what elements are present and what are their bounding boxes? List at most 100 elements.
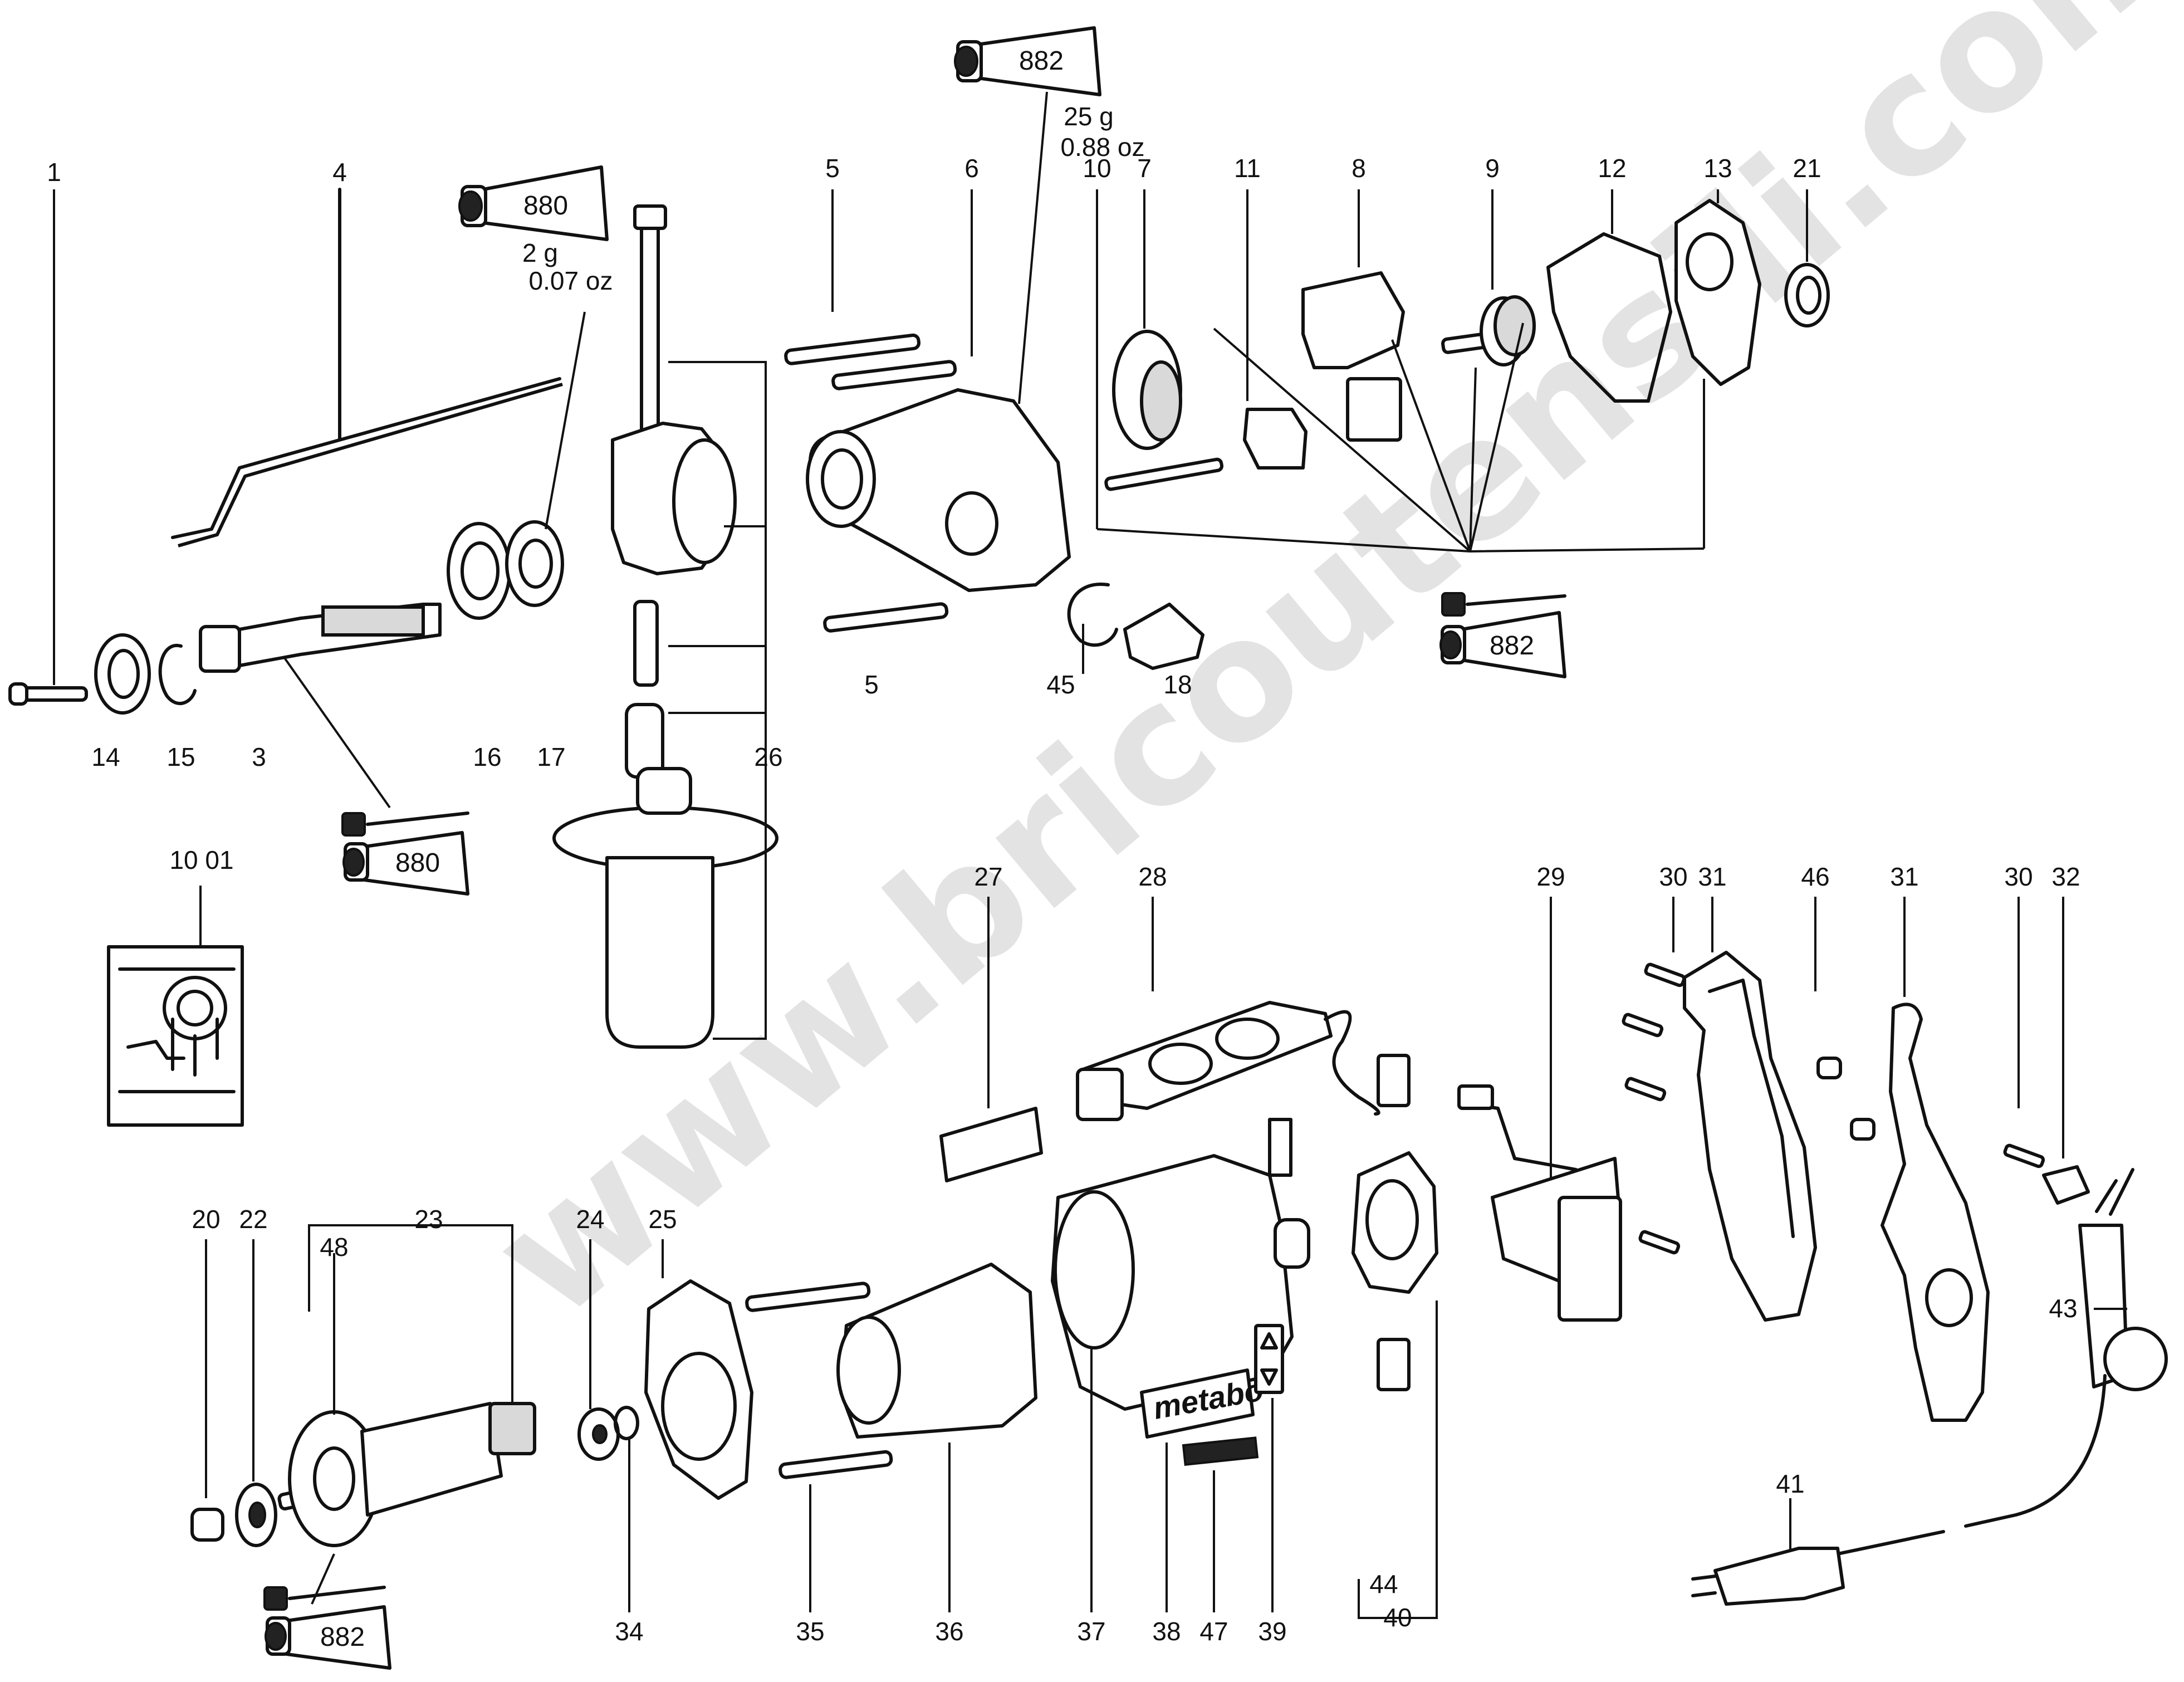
part-30-screw-right [2003, 897, 2045, 1168]
part-38-brand-plate: metabo [1140, 1368, 1266, 1612]
label-part-9: 9 [1485, 154, 1500, 183]
part-28-top-cover [1076, 897, 1380, 1121]
label-part-46: 46 [1801, 862, 1829, 891]
label-part-48: 48 [320, 1233, 348, 1262]
label-part-32: 32 [2051, 862, 2080, 891]
part-13-bearing-plate [1674, 189, 1761, 549]
label-part-23: 23 [414, 1205, 443, 1234]
label-part-40: 40 [1383, 1603, 1412, 1632]
part-14-seal [94, 633, 151, 715]
label-part-4: 4 [332, 158, 347, 187]
label-part-11: 11 [1234, 154, 1261, 183]
part-3-spindle [199, 603, 442, 809]
label-part-14: 14 [91, 742, 120, 771]
label-part-35: 35 [796, 1617, 824, 1646]
part-20-sleeve [190, 1239, 224, 1542]
part-22-bearing [235, 1239, 277, 1547]
part-41-plug [1691, 1498, 1845, 1606]
part-17-bearing [505, 311, 586, 607]
grease-tube-882-bottom: 882 [263, 1586, 391, 1670]
part-35-screws [745, 1282, 893, 1612]
part-12-gasket [1546, 189, 1672, 403]
label-part-26: 26 [754, 742, 782, 771]
part-23-armature [277, 1224, 536, 1547]
label-part-1001: 10 01 [169, 845, 233, 874]
part-18-knob [1123, 603, 1204, 670]
tube-880-top-code: 880 [523, 191, 568, 221]
grease-tube-880-top: 880 2 g 0.07 oz [458, 165, 613, 295]
label-part-13: 13 [1703, 154, 1732, 183]
label-part-1: 1 [47, 158, 61, 187]
tube-880-amount-oz: 0.07 oz [529, 266, 613, 295]
part-15-circlip [158, 643, 197, 706]
part-4-rod [171, 188, 563, 547]
label-part-36: 36 [935, 1617, 963, 1646]
part-6-gear-housing [806, 91, 1071, 592]
label-part-31-right: 31 [1890, 862, 1918, 891]
part-27-label [939, 897, 1043, 1182]
part-10-pin [1096, 189, 1224, 529]
label-part-12: 12 [1598, 154, 1626, 183]
tube-880-amount-g: 2 g [522, 238, 558, 267]
label-part-16: 16 [473, 742, 501, 771]
part-40-brackets [1268, 1054, 1438, 1619]
part-11-clip [1243, 189, 1308, 470]
grease-tube-880-middle: 880 [341, 811, 469, 896]
part-46-pins [1814, 897, 1876, 1141]
label-part-5-top: 5 [825, 154, 840, 183]
label-part-6: 6 [964, 154, 979, 183]
tube-880-middle-code: 880 [395, 848, 440, 878]
label-part-34: 34 [615, 1617, 643, 1646]
label-part-7: 7 [1137, 154, 1152, 183]
label-part-37: 37 [1077, 1617, 1105, 1646]
label-part-18: 18 [1163, 670, 1192, 699]
tube-882-bottom-code: 882 [320, 1622, 365, 1652]
part-8-switch-slide [1301, 189, 1405, 442]
label-part-30-left: 30 [1659, 862, 1687, 891]
grease-tube-882-right: 882 [1439, 592, 1566, 678]
tube-882-amount-oz: 0.88 oz [1061, 133, 1145, 162]
label-part-5-bottom: 5 [864, 670, 879, 699]
part-47-rating-plate [1182, 1436, 1259, 1612]
part-37-motor-housing [1051, 1154, 1310, 1612]
label-part-17: 17 [537, 742, 565, 771]
tube-882-top-code: 882 [1019, 46, 1064, 76]
tube-882-right-code: 882 [1490, 631, 1534, 661]
part-43-power-cable [1836, 1168, 2168, 1556]
label-part-29: 29 [1536, 862, 1565, 891]
part-39-direction-label [1254, 1324, 1284, 1612]
label-part-43: 43 [2049, 1294, 2077, 1323]
part-31-handle-shell-left [1622, 897, 1817, 1322]
part-16-bearing [447, 522, 511, 620]
part-36-stator [836, 1263, 1037, 1612]
label-part-27: 27 [974, 862, 1002, 891]
label-part-10: 10 [1083, 154, 1111, 183]
part-29-switch [1457, 897, 1622, 1322]
part-26-side-handle [552, 204, 778, 1049]
grease-leaders-top [1096, 322, 1705, 552]
part-21-nut [1784, 189, 1830, 327]
label-part-31-left: 31 [1698, 862, 1726, 891]
part-34-ring [614, 1406, 639, 1612]
label-part-24: 24 [576, 1205, 604, 1234]
grease-tube-882-top: 882 25 g 0.88 oz [954, 26, 1145, 162]
part-45-circlip [1067, 583, 1118, 674]
label-part-47: 47 [1199, 1617, 1228, 1646]
part-1-screw [8, 189, 88, 706]
part-1001-inset [107, 886, 244, 1127]
part-9-shaft-gear [1441, 189, 1536, 366]
label-part-15: 15 [167, 742, 195, 771]
label-part-41: 41 [1776, 1469, 1804, 1498]
label-part-20: 20 [192, 1205, 220, 1234]
tube-882-amount-g: 25 g [1064, 102, 1114, 131]
part-number-labels: 1 4 5 6 10 7 11 8 9 12 13 21 14 15 3 16 … [47, 154, 2080, 1646]
part-5-screws [784, 189, 957, 633]
label-part-25: 25 [648, 1205, 677, 1234]
part-7-gear [1112, 189, 1182, 450]
label-part-38: 38 [1152, 1617, 1181, 1646]
label-part-21: 21 [1793, 154, 1821, 183]
label-part-45: 45 [1046, 670, 1075, 699]
part-32-strain-relief [2042, 897, 2090, 1205]
part-48-fan [311, 1253, 335, 1605]
